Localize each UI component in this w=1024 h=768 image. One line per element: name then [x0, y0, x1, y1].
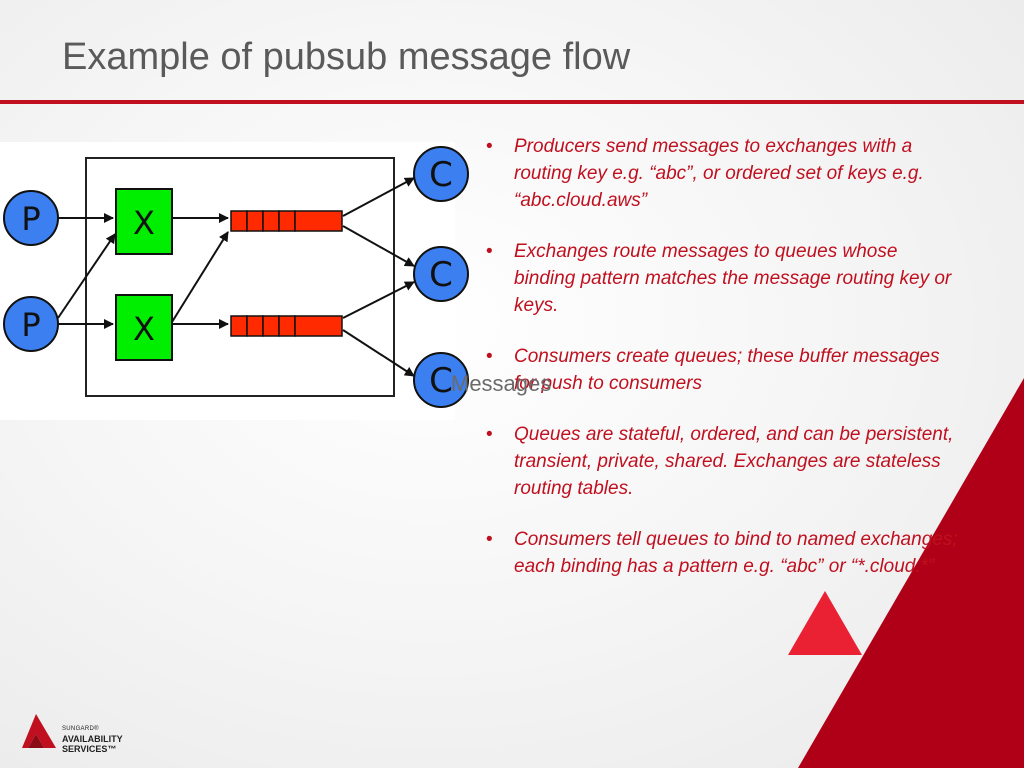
queue-cell [278, 315, 296, 337]
queue-cell [262, 315, 280, 337]
bullet-item: Queues are stateful, ordered, and can be… [486, 421, 962, 502]
consumer-node [413, 352, 469, 408]
logo-line-brand: SUNGARD® [62, 726, 99, 732]
consumer-label: C [429, 155, 453, 195]
company-logo: SUNGARD® AVAILABILITY SERVICES™ [22, 712, 142, 754]
bullet-item: Producers send messages to exchanges wit… [486, 133, 962, 214]
queue-cell [278, 210, 296, 232]
queue-tail [294, 210, 343, 232]
logo-mark-accent [28, 734, 44, 748]
arrow-q2-c3 [342, 329, 415, 377]
diagram-background [0, 142, 455, 420]
pubsub-diagram: P P X X C C C [0, 142, 470, 420]
logo-mark-main [22, 714, 56, 748]
consumer-node [413, 246, 469, 302]
bullet-item: Consumers tell queues to bind to named e… [486, 526, 962, 580]
arrow-p2-x1 [57, 233, 116, 319]
queue-upper [230, 210, 343, 232]
queue-cell [246, 210, 264, 232]
arrow-q1-c1 [342, 177, 415, 217]
exchange-label: X [133, 204, 155, 242]
queue-tail [294, 315, 343, 337]
producer-label: P [21, 306, 40, 344]
consumer-label: C [429, 361, 453, 401]
title-divider [0, 100, 1024, 104]
bullet-list: Producers send messages to exchanges wit… [486, 133, 962, 604]
producer-label: P [21, 200, 40, 238]
producer-node [3, 190, 59, 246]
queue-cell [230, 315, 248, 337]
queue-lower [230, 315, 343, 337]
consumer-label: C [429, 255, 453, 295]
exchange-node [115, 294, 173, 361]
logo-line-services: SERVICES™ [62, 744, 117, 754]
logo-mark-icon [22, 714, 56, 748]
pubsub-diagram-svg: P P X X C C C [0, 142, 469, 420]
arrow-q1-c2 [342, 225, 415, 267]
producer-node [3, 296, 59, 352]
bullet-item: Consumers create queues; these buffer me… [486, 343, 962, 397]
decorative-red-triangle [788, 591, 862, 655]
logo-text: SUNGARD® AVAILABILITY SERVICES™ [62, 724, 123, 754]
slide-title: Example of pubsub message flow [62, 36, 631, 78]
arrow-x2-q1 [171, 231, 229, 323]
queue-cell [262, 210, 280, 232]
logo-line-availability: AVAILABILITY [62, 734, 123, 744]
consumer-node [413, 146, 469, 202]
bullet-item: Exchanges route messages to queues whose… [486, 238, 962, 319]
queue-cell [246, 315, 264, 337]
arrow-q2-c2 [342, 281, 415, 319]
messages-label: Messages [451, 371, 552, 396]
exchange-label: X [133, 310, 155, 348]
exchange-node [115, 188, 173, 255]
queue-cell [230, 210, 248, 232]
